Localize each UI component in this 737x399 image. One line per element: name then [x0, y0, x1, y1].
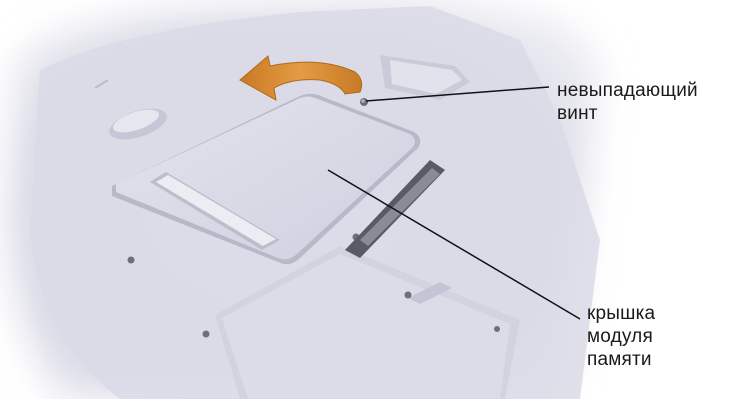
callout-captive-screw-line1: невыпадающий: [557, 79, 698, 102]
callout-memory-cover-line1: крышка: [587, 302, 655, 325]
callout-memory-cover-line3: памяти: [587, 348, 655, 371]
callout-memory-cover-line2: модуля: [587, 325, 655, 348]
callout-captive-screw: невыпадающий винт: [557, 79, 698, 125]
callout-captive-screw-line2: винт: [557, 102, 698, 125]
callout-memory-cover: крышка модуля памяти: [587, 302, 655, 371]
